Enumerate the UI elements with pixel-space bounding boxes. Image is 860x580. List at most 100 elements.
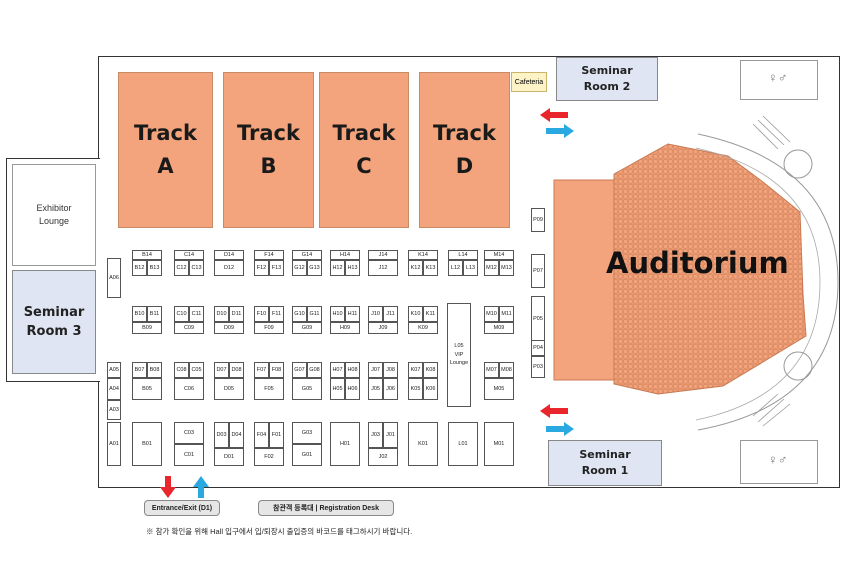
booth-a06[interactable]: A06 bbox=[107, 258, 121, 298]
booth-p03[interactable]: P03 bbox=[531, 356, 545, 378]
booth-c08[interactable]: C08 bbox=[174, 362, 189, 378]
booth-k13[interactable]: K13 bbox=[423, 260, 438, 276]
seminar-room-3[interactable]: Seminar Room 3 bbox=[12, 270, 96, 374]
booth-d10[interactable]: D10 bbox=[214, 306, 229, 322]
booth-b10[interactable]: B10 bbox=[132, 306, 147, 322]
booth-d09[interactable]: D09 bbox=[214, 322, 244, 334]
booth-j14[interactable]: J14 bbox=[368, 250, 398, 260]
booth-c01[interactable]: C01 bbox=[174, 444, 204, 466]
booth-f02[interactable]: F02 bbox=[254, 448, 284, 466]
booth-c06[interactable]: C06 bbox=[174, 378, 204, 400]
booth-m09[interactable]: M09 bbox=[484, 322, 514, 334]
vip-lounge[interactable]: L05 VIP Lounge bbox=[447, 303, 471, 407]
booth-k05[interactable]: K05 bbox=[408, 378, 423, 400]
booth-h11[interactable]: H11 bbox=[345, 306, 360, 322]
entrance-exit-label[interactable]: Entrance/Exit (D1) bbox=[144, 500, 220, 516]
booth-p09[interactable]: P09 bbox=[531, 208, 545, 232]
booth-c10[interactable]: C10 bbox=[174, 306, 189, 322]
booth-f05[interactable]: F05 bbox=[254, 378, 284, 400]
booth-j05[interactable]: J05 bbox=[368, 378, 383, 400]
booth-f13[interactable]: F13 bbox=[269, 260, 284, 276]
booth-k01[interactable]: K01 bbox=[408, 422, 438, 466]
booth-f14[interactable]: F14 bbox=[254, 250, 284, 260]
booth-d01[interactable]: D01 bbox=[214, 448, 244, 466]
booth-c03[interactable]: C03 bbox=[174, 422, 204, 444]
booth-b08[interactable]: B08 bbox=[147, 362, 162, 378]
registration-desk[interactable]: 참관객 등록대 | Registration Desk bbox=[258, 500, 394, 516]
exhibitor-lounge[interactable]: Exhibitor Lounge bbox=[12, 164, 96, 266]
booth-p07[interactable]: P07 bbox=[531, 254, 545, 288]
booth-h08[interactable]: H08 bbox=[345, 362, 360, 378]
booth-k07[interactable]: K07 bbox=[408, 362, 423, 378]
booth-c12[interactable]: C12 bbox=[174, 260, 189, 276]
booth-f08[interactable]: F08 bbox=[269, 362, 284, 378]
booth-c09[interactable]: C09 bbox=[174, 322, 204, 334]
booth-h12[interactable]: H12 bbox=[330, 260, 345, 276]
booth-g13[interactable]: G13 bbox=[307, 260, 322, 276]
booth-g12[interactable]: G12 bbox=[292, 260, 307, 276]
booth-j07[interactable]: J07 bbox=[368, 362, 383, 378]
booth-f11[interactable]: F11 bbox=[269, 306, 284, 322]
track-b[interactable]: Track B bbox=[223, 72, 314, 228]
booth-f10[interactable]: F10 bbox=[254, 306, 269, 322]
booth-h10[interactable]: H10 bbox=[330, 306, 345, 322]
booth-b11[interactable]: B11 bbox=[147, 306, 162, 322]
booth-f09[interactable]: F09 bbox=[254, 322, 284, 334]
booth-c11[interactable]: C11 bbox=[189, 306, 204, 322]
booth-l12[interactable]: L12 bbox=[448, 260, 463, 276]
booth-p04[interactable]: P04 bbox=[531, 340, 545, 356]
booth-g09[interactable]: G09 bbox=[292, 322, 322, 334]
booth-d03[interactable]: D03 bbox=[214, 422, 229, 448]
booth-f01[interactable]: F01 bbox=[269, 422, 284, 448]
booth-f04[interactable]: F04 bbox=[254, 422, 269, 448]
booth-b14[interactable]: B14 bbox=[132, 250, 162, 260]
booth-m01[interactable]: M01 bbox=[484, 422, 514, 466]
booth-d14[interactable]: D14 bbox=[214, 250, 244, 260]
booth-c05[interactable]: C05 bbox=[189, 362, 204, 378]
booth-f07[interactable]: F07 bbox=[254, 362, 269, 378]
track-c[interactable]: Track C bbox=[319, 72, 409, 228]
booth-a04[interactable]: A04 bbox=[107, 378, 121, 400]
booth-b01[interactable]: B01 bbox=[132, 422, 162, 466]
booth-k06[interactable]: K06 bbox=[423, 378, 438, 400]
booth-g03[interactable]: G03 bbox=[292, 422, 322, 444]
booth-k12[interactable]: K12 bbox=[408, 260, 423, 276]
booth-h06[interactable]: H06 bbox=[345, 378, 360, 400]
booth-h14[interactable]: H14 bbox=[330, 250, 360, 260]
booth-g10[interactable]: G10 bbox=[292, 306, 307, 322]
track-a[interactable]: Track A bbox=[118, 72, 213, 228]
booth-a03[interactable]: A03 bbox=[107, 400, 121, 420]
booth-h13[interactable]: H13 bbox=[345, 260, 360, 276]
seminar-room-2[interactable]: Seminar Room 2 bbox=[556, 57, 658, 101]
booth-d08[interactable]: D08 bbox=[229, 362, 244, 378]
booth-l01[interactable]: L01 bbox=[448, 422, 478, 466]
booth-g08[interactable]: G08 bbox=[307, 362, 322, 378]
booth-g11[interactable]: G11 bbox=[307, 306, 322, 322]
booth-k09[interactable]: K09 bbox=[408, 322, 438, 334]
booth-l13[interactable]: L13 bbox=[463, 260, 478, 276]
booth-m13[interactable]: M13 bbox=[499, 260, 514, 276]
booth-g07[interactable]: G07 bbox=[292, 362, 307, 378]
booth-b13[interactable]: B13 bbox=[147, 260, 162, 276]
booth-p05[interactable]: P05 bbox=[531, 296, 545, 342]
booth-k08[interactable]: K08 bbox=[423, 362, 438, 378]
booth-h07[interactable]: H07 bbox=[330, 362, 345, 378]
booth-c14[interactable]: C14 bbox=[174, 250, 204, 260]
seminar-room-1[interactable]: Seminar Room 1 bbox=[548, 440, 662, 486]
booth-j09[interactable]: J09 bbox=[368, 322, 398, 334]
track-d[interactable]: Track D bbox=[419, 72, 510, 228]
booth-k14[interactable]: K14 bbox=[408, 250, 438, 260]
booth-g05[interactable]: G05 bbox=[292, 378, 322, 400]
booth-b09[interactable]: B09 bbox=[132, 322, 162, 334]
booth-b05[interactable]: B05 bbox=[132, 378, 162, 400]
booth-d05[interactable]: D05 bbox=[214, 378, 244, 400]
booth-a05[interactable]: A05 bbox=[107, 362, 121, 378]
booth-m14[interactable]: M14 bbox=[484, 250, 514, 260]
cafeteria[interactable]: Cafeteria bbox=[511, 72, 547, 92]
booth-m08[interactable]: M08 bbox=[499, 362, 514, 378]
booth-d12[interactable]: D12 bbox=[214, 260, 244, 276]
booth-h05[interactable]: H05 bbox=[330, 378, 345, 400]
booth-j11[interactable]: J11 bbox=[383, 306, 398, 322]
booth-m05[interactable]: M05 bbox=[484, 378, 514, 400]
booth-m07[interactable]: M07 bbox=[484, 362, 499, 378]
